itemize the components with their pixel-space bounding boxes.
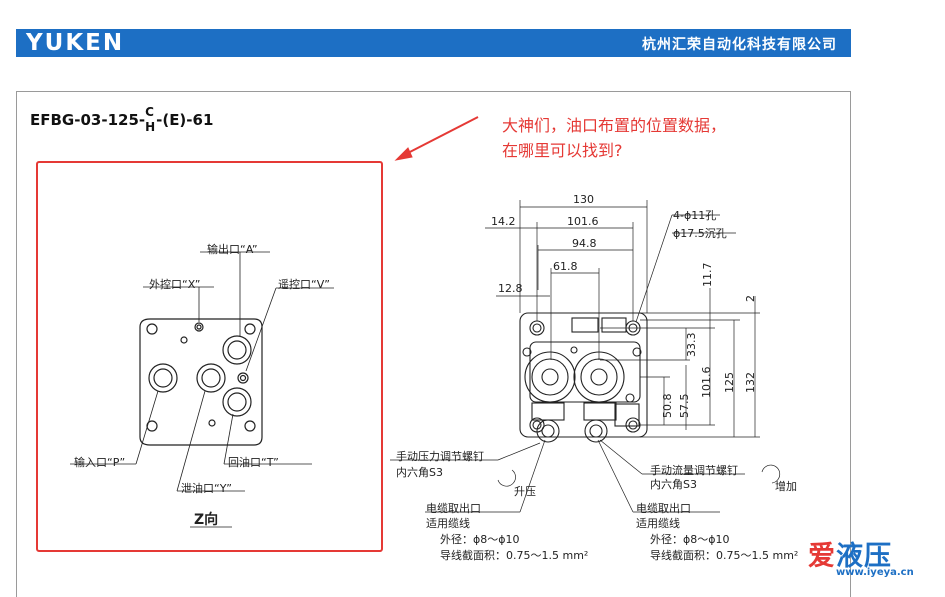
company-name: 杭州汇荣自动化科技有限公司 [642,37,837,53]
cable-right-4: 导线截面积：0.75～1.5 mm² [650,549,799,562]
watermark-logo: 爱液压 [808,534,892,573]
dim-33-3: 33.3 [685,332,698,358]
title-prefix: EFBG-03-125- [30,111,146,129]
cable-right-3: 外径：ϕ8～ϕ10 [650,533,730,546]
dim-101-6: 101.6 [567,215,599,228]
pressure-hex-label: 内六角S3 [396,466,443,479]
dim-2: 2 [744,295,757,302]
question-annotation: 大神们，油口布置的位置数据， 在哪里可以找到? [502,113,726,163]
cable-left-2: 适用缆线 [426,517,470,530]
increase-label: 增加 [775,480,797,493]
dim-14-2: 14.2 [491,215,516,228]
flow-screw-label: 手动流量调节螺钉 [650,464,738,477]
dim-50-8: 50.8 [661,393,674,419]
cable-right-2: 适用缆线 [636,517,680,530]
port-v-label: 遥控口“V” [278,278,330,291]
holes-label: 4-ϕ11孔 [673,209,717,222]
watermark: 爱液压 www.iyeya.cn [808,534,914,578]
dim-12-8: 12.8 [498,282,523,295]
dim-94-8: 94.8 [572,237,597,250]
question-line-1: 大神们，油口布置的位置数据， [502,116,727,135]
port-p-label: 输入口“P” [74,456,126,469]
valve-body [519,312,648,443]
port-a-label: 输出口“A” [207,243,258,256]
pressure-screw-label: 手动压力调节螺钉 [396,450,484,463]
flow-hex-label: 内六角S3 [650,478,697,491]
watermark-char: 爱 [808,541,836,572]
z-view-plate [139,318,263,446]
title-stack-top: C [145,104,154,119]
z-view-leaders [70,251,334,528]
dim-101-6-vertical: 101.6 [700,366,713,399]
port-y-label: 泄油口“Y” [181,482,232,495]
cable-left-4: 导线截面积：0.75～1.5 mm² [440,549,589,562]
raise-label: 升压 [514,485,536,498]
dim-11-7: 11.7 [701,262,714,288]
dim-125: 125 [723,372,736,393]
drawing-page [16,91,851,597]
yuken-logo: YUKEN [26,30,125,56]
red-arrow [394,116,479,161]
port-x-label: 外控口“X” [149,278,201,291]
header-bar: YUKEN 杭州汇荣自动化科技有限公司 [16,29,851,57]
question-line-2: 在哪里可以找到? [502,141,623,160]
dim-57-5: 57.5 [678,393,691,419]
dim-130: 130 [573,193,594,206]
cable-left-3: 外径：ϕ8～ϕ10 [440,533,520,546]
watermark-text: 液压 [836,541,892,572]
cable-right-1: 电缆取出口 [636,502,691,515]
cable-left-1: 电缆取出口 [426,502,481,515]
z-view-caption: Z向 [194,512,219,528]
dimension-lines [390,200,781,513]
port-t-label: 回油口“T” [228,456,279,469]
watermark-url: www.iyeya.cn [836,567,914,578]
title-suffix: -(E)-61 [156,111,214,129]
highlight-box [36,161,383,552]
dim-132: 132 [744,372,757,393]
dim-61-8: 61.8 [553,260,578,273]
title-stack-bottom: H [145,119,156,134]
counterbore-label: ϕ17.5沉孔 [673,227,727,240]
